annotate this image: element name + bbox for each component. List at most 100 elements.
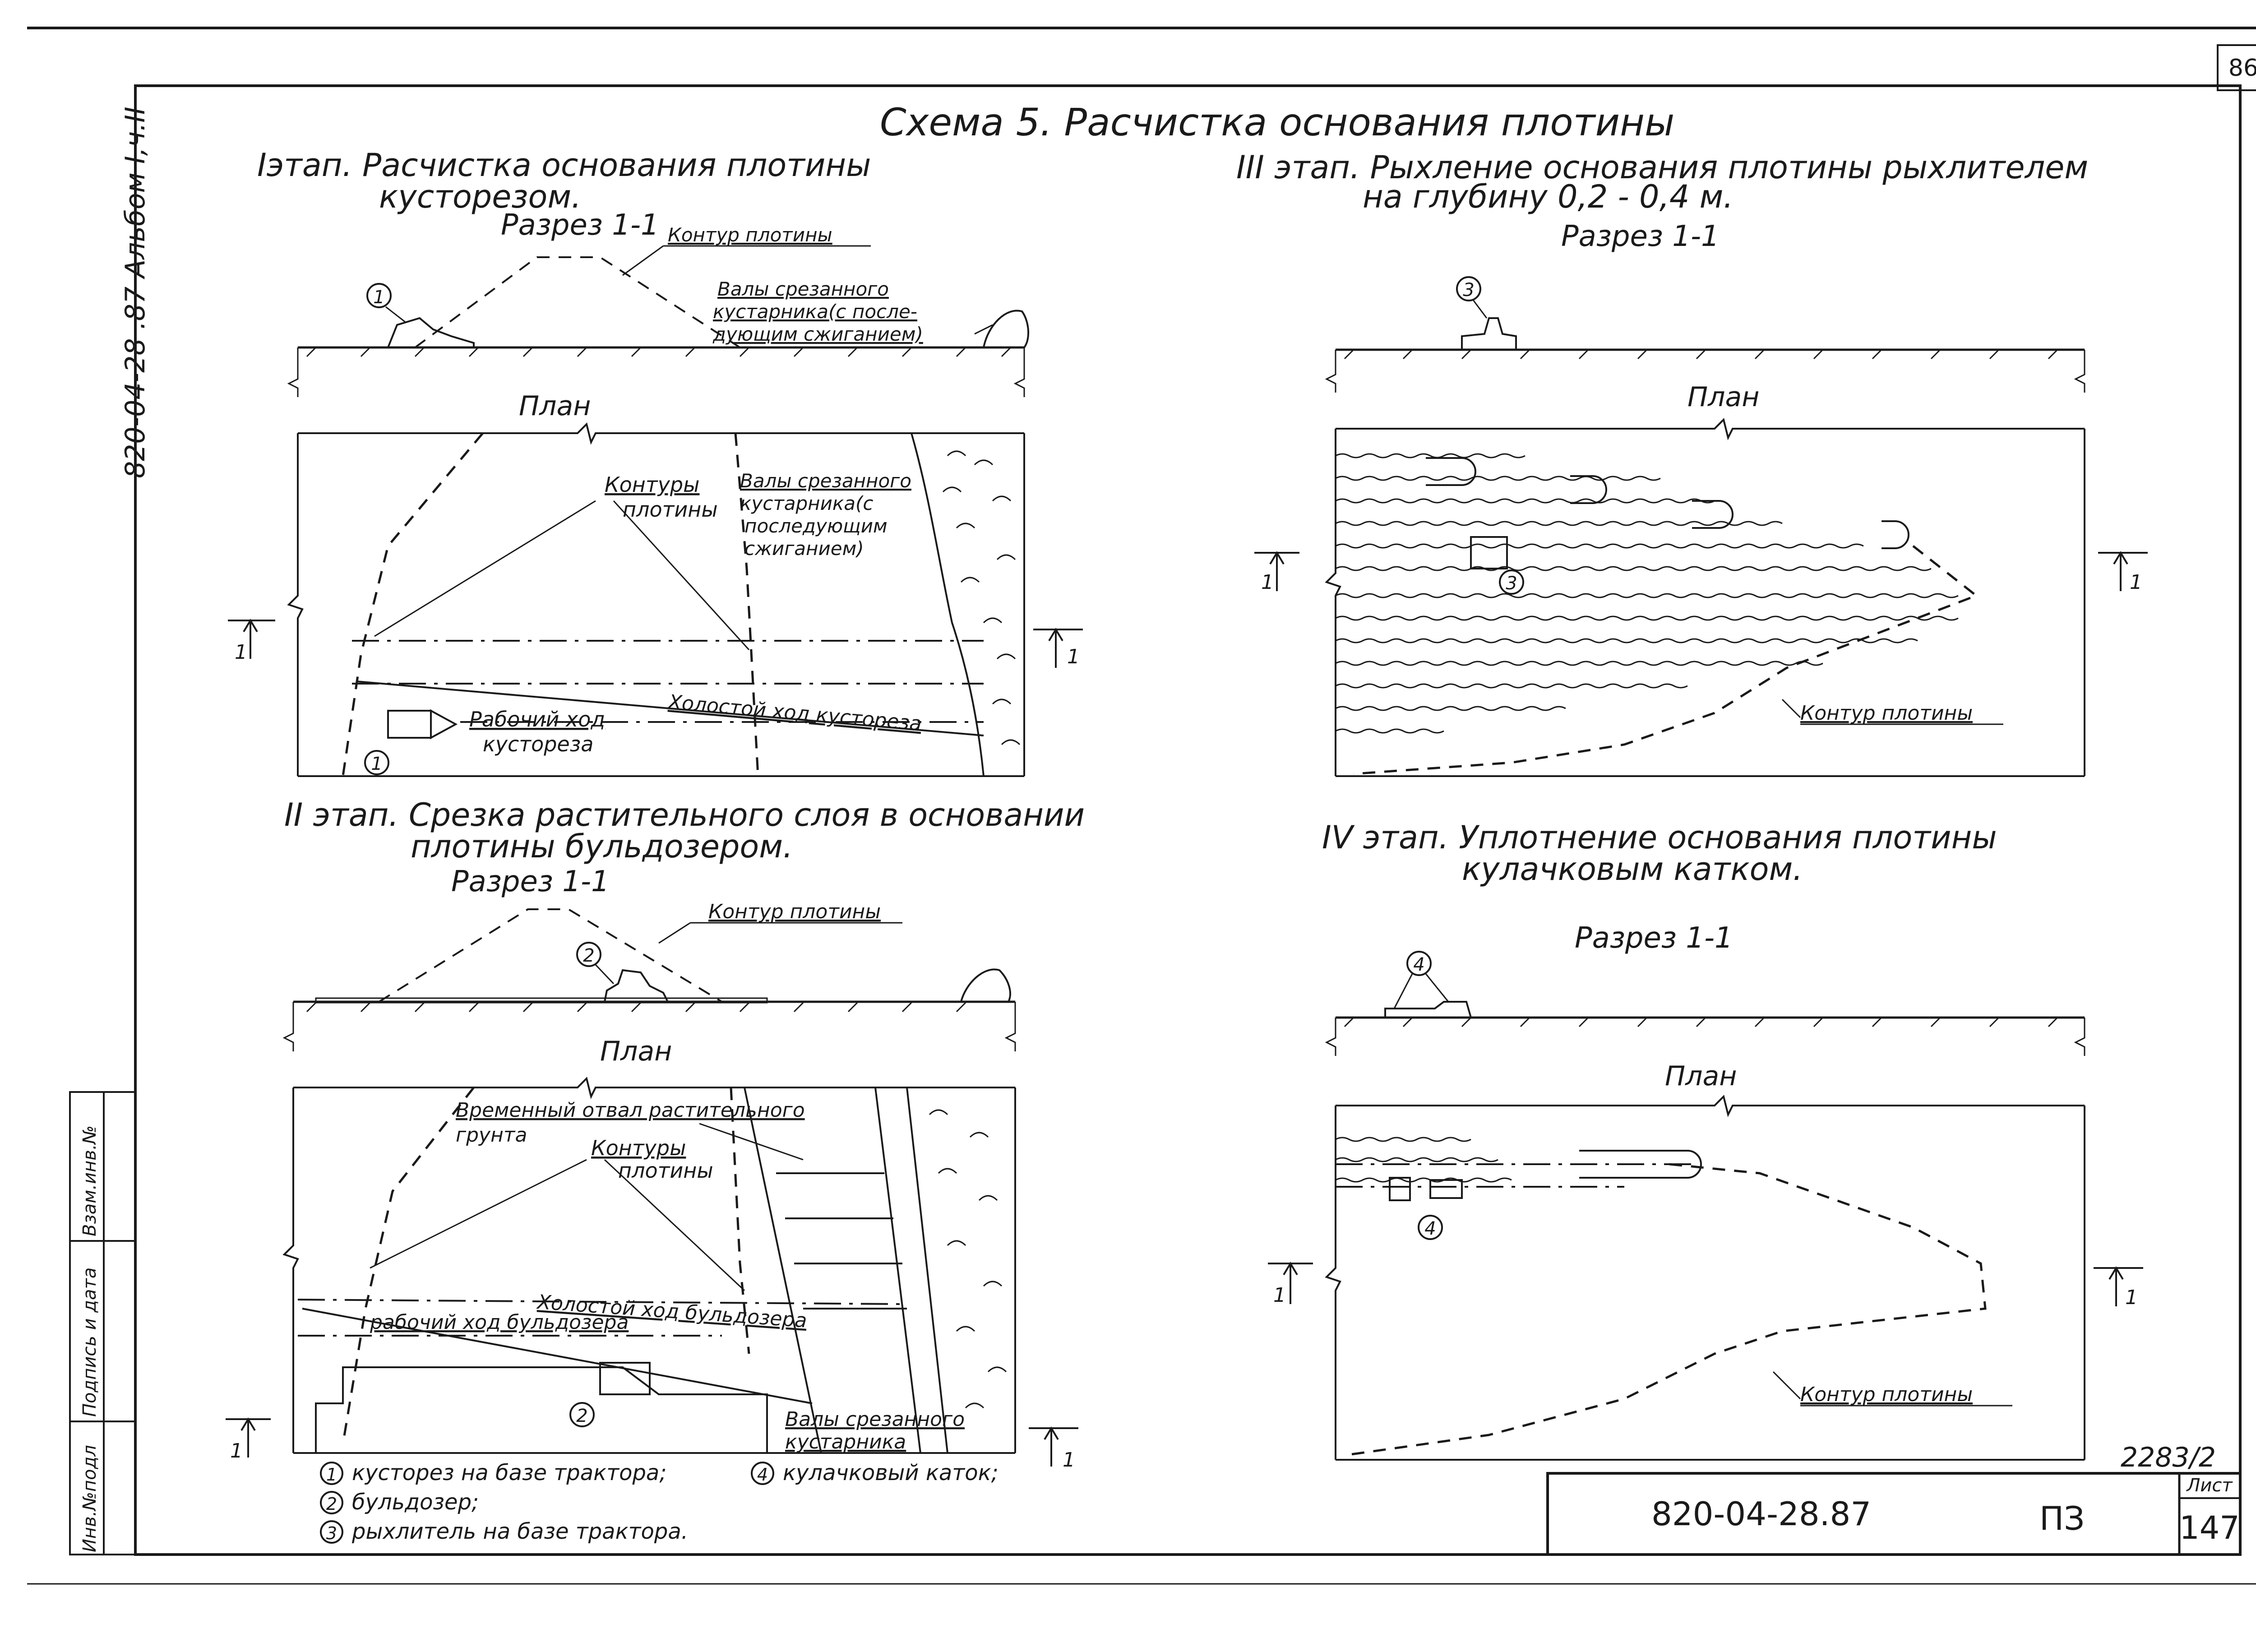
stamp-replaced-inv: Взам.инв.№ — [79, 1125, 100, 1236]
stage3-marker-left-number: 1 — [1261, 571, 1274, 594]
stage2-plan-callout-number: 2 — [576, 1406, 587, 1426]
stage4-ground-hatch — [1344, 1017, 2058, 1027]
stage2-plan-label: План — [600, 1036, 672, 1067]
stage2-contours-label-1: Контуры — [591, 1136, 686, 1160]
legend-item4-number: 4 — [757, 1465, 768, 1485]
stage4-roller — [1384, 1001, 1472, 1018]
stage4-compaction-rows — [1335, 1137, 1512, 1183]
stage1-plan-callout-circle — [364, 750, 389, 775]
stage2-rolls-label-2: кустарника — [785, 1430, 906, 1453]
stage4-plan-roller — [1389, 1177, 1411, 1201]
stage3-section-label: Разрез 1-1 — [1561, 220, 1720, 253]
side-stamp: Инв.№подл Подпись и дата Взам.инв.№ — [69, 1091, 136, 1555]
stage1-plan-dam-contour — [342, 432, 484, 777]
stage2-section-label: Разрез 1-1 — [451, 865, 610, 898]
stage1-contours-label-2: плотины — [623, 497, 718, 522]
stage3-ripper — [1461, 317, 1517, 351]
legend-item4: кулачковый каток; — [783, 1460, 999, 1485]
stage3-section-marker-left: 1 — [1254, 551, 1299, 594]
stage1-section-marker-left: 1 — [228, 619, 275, 664]
stage3-plan-dam-contour — [1353, 545, 1979, 775]
legend-item3: рыхлитель на базе трактора. — [351, 1519, 688, 1544]
album-code: 820-04-28 .87 Альбом I,ч.II — [120, 106, 151, 478]
stage2-section-marker-right: 1 — [1029, 1426, 1078, 1472]
stage1-plan-rolls-1: Валы срезанного — [740, 470, 911, 492]
stage1-plan-rolls-2: кустарника(с — [740, 492, 874, 514]
stage1-plan-rolls-4: сжиганием) — [744, 537, 864, 560]
stage3-block: III этап. Рыхление основания плотины рых… — [1236, 149, 2148, 777]
stage1-brush-roll — [983, 310, 1030, 348]
stage3-title-line1: III этап. Рыхление основания плотины рых… — [1236, 149, 2088, 186]
legend-item2: бульдозер; — [352, 1490, 479, 1515]
sheet-frame: 86 — [27, 27, 2256, 1585]
stage2-temp-dump-2: грунта — [456, 1124, 527, 1147]
stage2-callout-circle — [576, 942, 601, 967]
doc-section: ПЗ — [2039, 1499, 2085, 1537]
stage3-plan-callout-circle — [1499, 569, 1524, 595]
stage1-callout-circle — [366, 283, 392, 308]
stage2-ground-hatch — [306, 1002, 966, 1013]
sheet-number: 147 — [2179, 1509, 2240, 1546]
stage2-title-line2: плотины бульдозером. — [411, 828, 793, 865]
stage3-plan-callout-number: 3 — [1506, 573, 1517, 594]
extra-number: 2283/2 — [2121, 1442, 2216, 1473]
stage1-work-move-label-2: кустореза — [483, 732, 593, 756]
stage3-marker-right-number: 1 — [2130, 571, 2142, 594]
stage1-rolls-label-1: Валы срезанного — [717, 278, 889, 300]
stage2-marker-right-number: 1 — [1063, 1448, 1075, 1472]
stage4-callout-number: 4 — [1413, 954, 1424, 975]
stage1-work-move-label-1: Рабочий ход — [469, 707, 605, 731]
stage2-rolls-label-1: Валы срезанного — [785, 1408, 965, 1431]
stage3-plan-label: План — [1687, 381, 1759, 413]
stage3-title-line2: на глубину 0,2 - 0,4 м. — [1363, 178, 1734, 215]
stage1-dam-contour-label: Контур плотины — [668, 224, 832, 246]
stage4-title-line1: IV этап. Уплотнение основания плотины — [1322, 819, 1997, 856]
stage2-plan-bulldozer — [599, 1362, 651, 1395]
stage1-plan-brush-cutter — [387, 710, 432, 739]
stage4-marker-left-number: 1 — [1273, 1284, 1286, 1307]
stage1-rolls-label-3: дующим сжиганием) — [712, 323, 923, 345]
stage4-plan-dam-contour — [1344, 1163, 1987, 1457]
stage3-pass-loops — [1426, 457, 1909, 549]
stage3-rip-rows — [1335, 453, 1959, 734]
stage1-title-line1: Iэтап. Расчистка основания плотины — [257, 147, 871, 184]
main-title: Схема 5. Расчистка основания плотины — [880, 100, 1674, 144]
stage2-plan-callout-circle — [569, 1402, 595, 1427]
stage2-block: II этап. Срезка растительного слоя в осн… — [226, 796, 1085, 1472]
stage4-plan-label: План — [1665, 1060, 1737, 1092]
stage1-rolls-label-2: кустарника(с после- — [713, 301, 917, 323]
stage4-dam-contour-label: Контур плотины — [1800, 1383, 1973, 1406]
stage2-title-line1: II этап. Срезка растительного слоя в осн… — [284, 796, 1085, 833]
legend-item2-number: 2 — [326, 1494, 337, 1514]
stage3-section-marker-right: 1 — [2098, 551, 2148, 594]
sheet-label: Лист — [2186, 1475, 2233, 1496]
stage1-contours-label-1: Контуры — [605, 472, 699, 497]
stage2-temp-dump-1: Временный отвал растительного — [456, 1099, 805, 1122]
stage4-plan-callout-number: 4 — [1424, 1218, 1436, 1239]
stage1-idle-move-label: Холостой ход кустореза — [666, 690, 923, 736]
stage1-title-line2: кусторезом. — [379, 178, 581, 215]
stage2-dump-strips — [776, 1172, 907, 1310]
stage2-marker-left-number: 1 — [230, 1439, 243, 1462]
stage4-block: IV этап. Уплотнение основания плотины ку… — [1268, 819, 2143, 1461]
stage1-plan-rolls-3: последующим — [744, 515, 888, 537]
stage1-plan-label: План — [519, 390, 591, 422]
stamp-signature-date: Подпись и дата — [79, 1268, 100, 1417]
legend: 1 кусторез на базе трактора; 4 кулачковы… — [320, 1460, 999, 1544]
stage1-plan-callout-number: 1 — [371, 754, 382, 774]
legend-item3-number: 3 — [326, 1523, 337, 1543]
stage2-dam-contour-label: Контур плотины — [708, 900, 881, 923]
stamp-inv-number: Инв.№подл — [79, 1445, 100, 1552]
legend-item1-number: 1 — [326, 1465, 337, 1485]
stage2-callout-number: 2 — [583, 945, 594, 966]
stage4-section-marker-left: 1 — [1268, 1262, 1313, 1307]
stage2-section-marker-left: 1 — [226, 1417, 271, 1462]
stage1-plan-brush-band — [911, 433, 985, 777]
stage2-work-path — [315, 1366, 768, 1453]
stage1-marker-right-number: 1 — [1067, 645, 1080, 668]
stage1-ground-hatch — [306, 347, 1012, 357]
stage2-roll — [960, 968, 1011, 1002]
page-number: 86 — [2228, 55, 2256, 82]
